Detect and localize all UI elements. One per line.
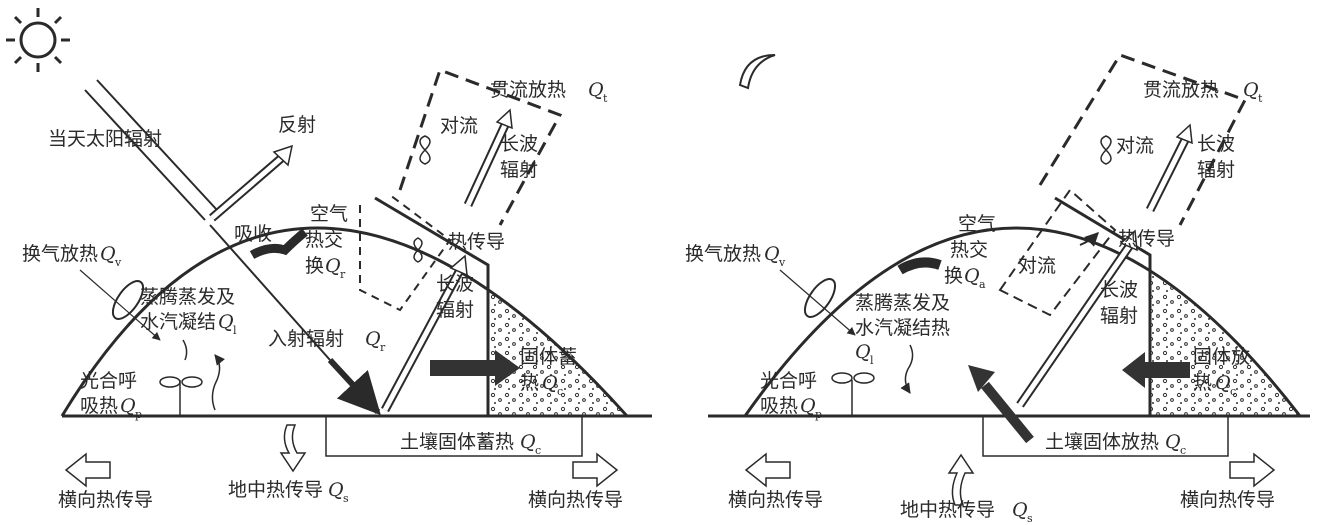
convection-label: 对流 [440,115,478,137]
night-panel: 贯流放热 Q t 对流 长波 辐射 热传导 空气 热交 换 Q a 对流 换气放… [685,53,1310,525]
night-air-exchange-symbol: Q [964,265,980,287]
evap-symbol: Q [218,311,234,333]
longwave-in-label-1: 长波 [436,273,474,295]
evap-label-1: 蒸腾蒸发及 [140,286,235,308]
ground-label: 地中热传导 [228,479,323,501]
transmission-symbol: Q [588,79,604,101]
photo-symbol: Q [120,395,136,417]
night-photo-symbol: Q [800,395,816,417]
evap-label-2: 水汽凝结 [140,311,216,333]
night-soil-release-symbol: Q [1165,431,1181,453]
night-photo-label-1: 光合呼 [760,370,817,392]
night-conduction-label: 热传导 [1118,228,1175,250]
photo-label-2: 吸热 [80,395,118,417]
night-solid-release-label-1: 固体放 [1193,346,1250,368]
transmission-subscript: t [603,92,608,105]
photo-label-1: 光合呼 [80,370,137,392]
absorb-label: 吸收 [234,223,272,245]
incident-label: 入射辐射 [268,328,344,350]
night-evap-label-1: 蒸腾蒸发及 [855,292,950,314]
solid-store-label-2: 热 [520,372,539,394]
air-exchange-symbol: Q [325,255,341,277]
night-longwave-out-label-2: 辐射 [1197,159,1235,181]
night-evap-subscript: l [870,354,874,367]
soil-store-symbol: Q [520,431,536,453]
sun-icon [6,8,70,72]
night-air-exchange-label-3: 换 [944,265,963,287]
night-lateral-left-label: 横向热传导 [728,489,823,511]
night-solid-release-label-2: 热 [1193,372,1212,394]
night-lateral-right-label: 横向热传导 [1180,489,1275,511]
night-photo-subscript: p [815,408,822,421]
ground-subscript: s [343,492,349,505]
night-vent-subscript: v [778,256,786,269]
night-photo-label-2: 吸热 [760,395,798,417]
night-soil-release-label: 土壤固体放热 [1045,431,1159,453]
soil-store-subscript: c [535,444,541,457]
night-air-exchange-subscript: a [979,278,986,291]
evap-subscript: l [233,324,237,337]
greenhouse-roof-night [743,226,1302,417]
night-longwave-out-label-1: 长波 [1197,133,1235,155]
incident-subscript: r [380,341,386,354]
night-transmission-subscript: t [1258,92,1263,105]
longwave-out-label-1: 长波 [500,133,538,155]
night-air-exchange-label-1: 空气 [958,213,996,235]
night-transmission-symbol: Q [1243,79,1259,101]
night-soil-release-subscript: c [1180,444,1186,457]
night-convection-mid-label: 对流 [1018,255,1056,277]
air-exchange-label-3: 换 [305,255,324,277]
day-panel: 当天太阳辐射 反射 吸收 空气 热交 换 Q r 换气放热 Q v 蒸腾蒸发及 … [6,8,652,511]
night-ground-subscript: s [1027,512,1033,525]
night-convection-top-label: 对流 [1116,135,1154,157]
moon-icon [738,54,776,90]
incident-symbol: Q [365,328,381,350]
transmission-label: 贯流放热 [490,79,566,101]
night-transmission-label: 贯流放热 [1143,79,1219,101]
night-longwave-in-label-2: 辐射 [1100,305,1138,327]
photo-subscript: p [135,408,142,421]
solar-label: 当天太阳辐射 [48,128,162,150]
lateral-right-label: 横向热传导 [528,489,623,511]
air-exchange-label-1: 空气 [310,203,348,225]
night-evap-symbol: Q [855,341,871,363]
night-evap-label-2: 水汽凝结热 [855,317,950,339]
night-air-exchange-label-2: 热交 [950,239,988,261]
solid-store-subscript: c [557,385,563,398]
vent-subscript: v [114,256,122,269]
night-longwave-in-label-1: 长波 [1100,279,1138,301]
longwave-out-label-2: 辐射 [500,159,538,181]
night-vent-label: 换气放热 [685,243,761,265]
night-solid-release-symbol: Q [1215,372,1231,394]
lateral-left-label: 横向热传导 [58,489,153,511]
longwave-in-label-2: 辐射 [436,299,474,321]
reflect-label: 反射 [278,114,316,136]
solid-store-label-1: 固体蓄 [520,346,577,368]
air-exchange-label-2: 热交 [305,229,343,251]
soil-store-label: 土壤固体蓄热 [400,431,514,453]
night-ground-label: 地中热传导 [900,499,995,521]
night-ground-symbol: Q [1012,499,1028,521]
vent-label: 换气放热 [22,243,98,265]
conduction-label: 热传导 [448,231,505,253]
night-vent-symbol: Q [764,243,780,265]
greenhouse-roof [60,226,629,418]
air-exchange-subscript: r [340,268,346,281]
night-solid-release-subscript: c [1230,385,1236,398]
back-wall-solid [375,228,627,416]
ground-symbol: Q [328,479,344,501]
solid-store-symbol: Q [542,372,558,394]
vent-symbol: Q [100,243,116,265]
